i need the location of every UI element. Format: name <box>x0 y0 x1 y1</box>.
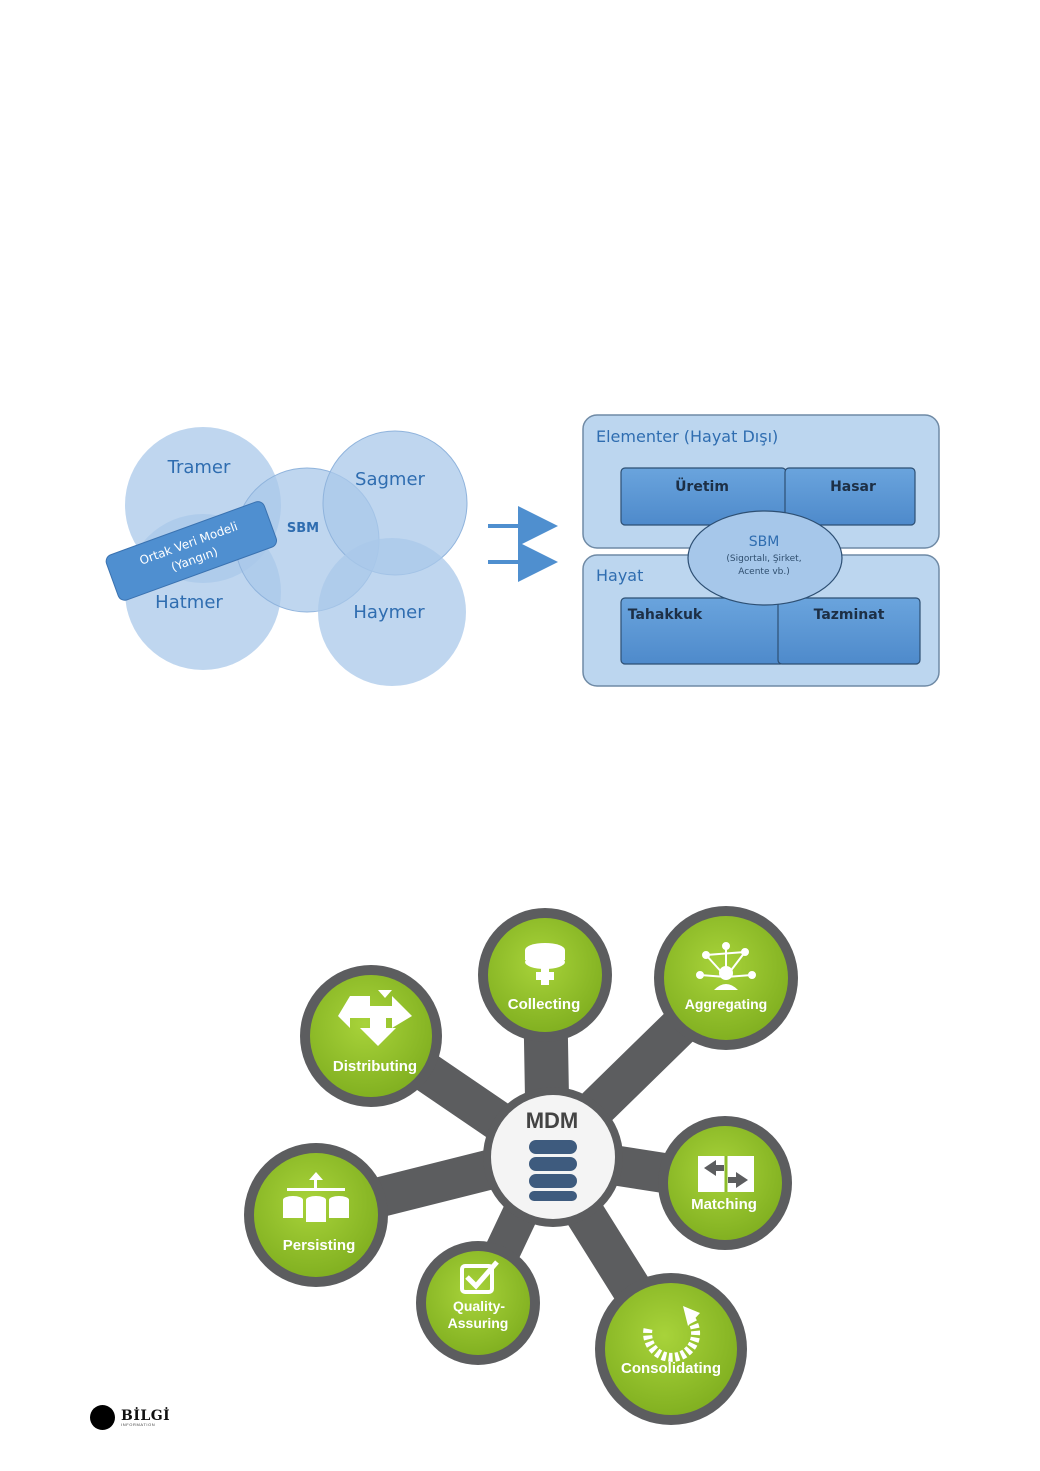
sbm-oval-line1: (Sigortalı, Şirket, <box>726 554 801 564</box>
node-distributing-label: Distributing <box>333 1058 417 1075</box>
node-quality-label1: Quality- <box>453 1298 505 1314</box>
node-collecting-label: Collecting <box>508 996 581 1013</box>
sbm-oval-line2: Acente vb.) <box>738 567 790 577</box>
box-tazminat <box>777 597 921 665</box>
database-collect-icon <box>525 943 565 985</box>
panel-elementer-title: Elementer (Hayat Dışı) <box>596 427 778 446</box>
box-hasar-label: Hasar <box>830 479 876 495</box>
sbm-oval <box>687 510 843 606</box>
mdm-hub-title: MDM <box>526 1108 579 1133</box>
node-matching: Matching <box>658 1116 792 1250</box>
logo-brand: BİLGİ <box>121 1407 171 1424</box>
venn-label-sagmer: Sagmer <box>355 469 425 490</box>
venn-label-haymer: Haymer <box>353 602 425 623</box>
panel-hayat-title: Hayat <box>596 566 643 585</box>
node-consolidating: Consolidating <box>595 1273 747 1425</box>
database-icon <box>529 1140 577 1201</box>
sbm-oval-title: SBM <box>749 534 780 550</box>
node-aggregating: Aggregating <box>654 906 798 1050</box>
venn-diagram: Tramer Sagmer Hatmer Haymer SBM Ortak Ve… <box>105 427 468 686</box>
node-distributing: Distributing <box>300 965 442 1107</box>
structure-diagram: Elementer (Hayat Dışı) Üretim Hasar Haya… <box>582 414 940 687</box>
node-consolidating-label: Consolidating <box>621 1360 721 1377</box>
node-aggregating-label: Aggregating <box>685 996 767 1012</box>
node-quality-label2: Assuring <box>448 1315 509 1331</box>
node-persisting-label: Persisting <box>283 1237 356 1254</box>
logo-sub: INFORMATION <box>121 1421 156 1427</box>
venn-circle-haymer <box>318 538 466 686</box>
mdm-diagram: MDM Collecting <box>244 906 798 1425</box>
transform-arrows <box>488 506 558 582</box>
node-collecting: Collecting <box>478 908 612 1042</box>
node-persisting: Persisting <box>244 1143 388 1287</box>
venn-label-sbm: SBM <box>287 521 319 536</box>
checkbox-icon <box>460 1260 499 1294</box>
box-tazminat-label: Tazminat <box>814 607 885 623</box>
circular-arrow-icon <box>643 1306 701 1362</box>
network-person-icon <box>696 942 756 990</box>
box-uretim-label: Üretim <box>675 477 729 495</box>
node-matching-label: Matching <box>691 1196 757 1213</box>
box-tahakkuk-label: Tahakkuk <box>628 607 703 623</box>
database-stack-icon <box>283 1172 349 1222</box>
venn-label-tramer: Tramer <box>167 457 231 478</box>
logo-dot-icon <box>90 1405 115 1430</box>
venn-label-hatmer: Hatmer <box>155 592 223 613</box>
footer-logo: BİLGİ INFORMATION <box>90 1405 170 1430</box>
matching-arrows-icon <box>698 1156 754 1192</box>
node-quality-assuring: Quality- Assuring <box>416 1241 540 1365</box>
box-hasar <box>784 467 916 526</box>
distribute-arrows-icon <box>338 990 412 1046</box>
